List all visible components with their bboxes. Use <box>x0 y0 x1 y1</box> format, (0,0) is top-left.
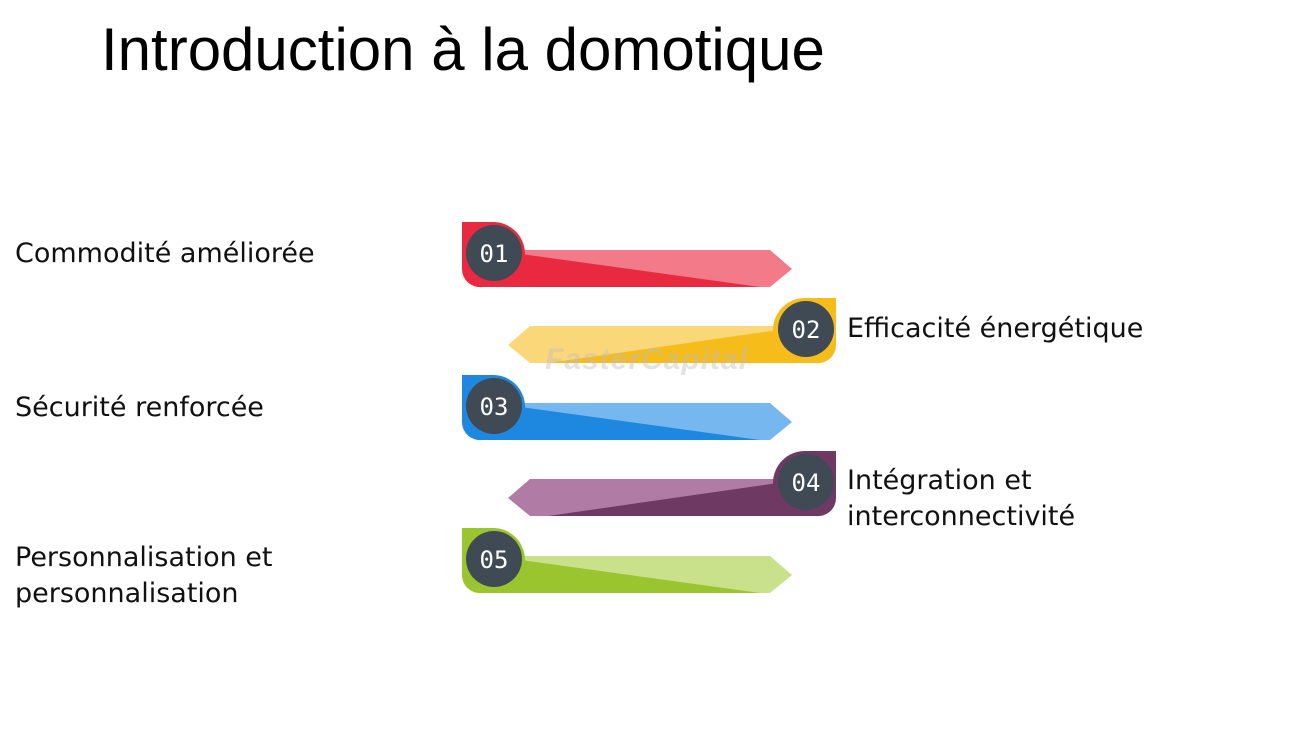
step-4-wedge <box>548 479 806 516</box>
step-3-ribbon: 03 <box>461 374 792 441</box>
step-1-ribbon: 01 <box>461 221 792 288</box>
step-3-badge <box>466 378 522 434</box>
step-3-wedge <box>492 403 760 440</box>
step-5-ribbon: 05 <box>461 527 792 594</box>
step-1-number: 01 <box>480 240 509 268</box>
step-2-badge <box>778 301 834 357</box>
slide-title: Introduction à la domotique <box>101 16 825 83</box>
step-2-label: Efficacité énergétique <box>847 313 1144 344</box>
step-5-number: 05 <box>480 546 509 574</box>
step-5-badge <box>466 531 522 587</box>
watermark: FasterCapital <box>545 343 749 376</box>
step-3-label: Sécurité renforcée <box>15 392 264 423</box>
step-4-number: 04 <box>792 469 821 497</box>
step-5-wedge <box>492 556 760 593</box>
step-2-number: 02 <box>792 316 821 344</box>
step-4-ribbon: 04 <box>508 450 837 517</box>
step-3-number: 03 <box>480 393 509 421</box>
step-2-ribbon: 02 <box>508 297 837 364</box>
step-1-label: Commodité améliorée <box>15 238 315 269</box>
step-2-wedge <box>548 326 806 363</box>
step-1-wedge <box>492 250 760 287</box>
step-4-badge <box>778 454 834 510</box>
step-5-label: Personnalisation et personnalisation <box>15 542 273 609</box>
step-4-label: Intégration et interconnectivité <box>847 465 1076 532</box>
step-1-badge <box>466 225 522 281</box>
